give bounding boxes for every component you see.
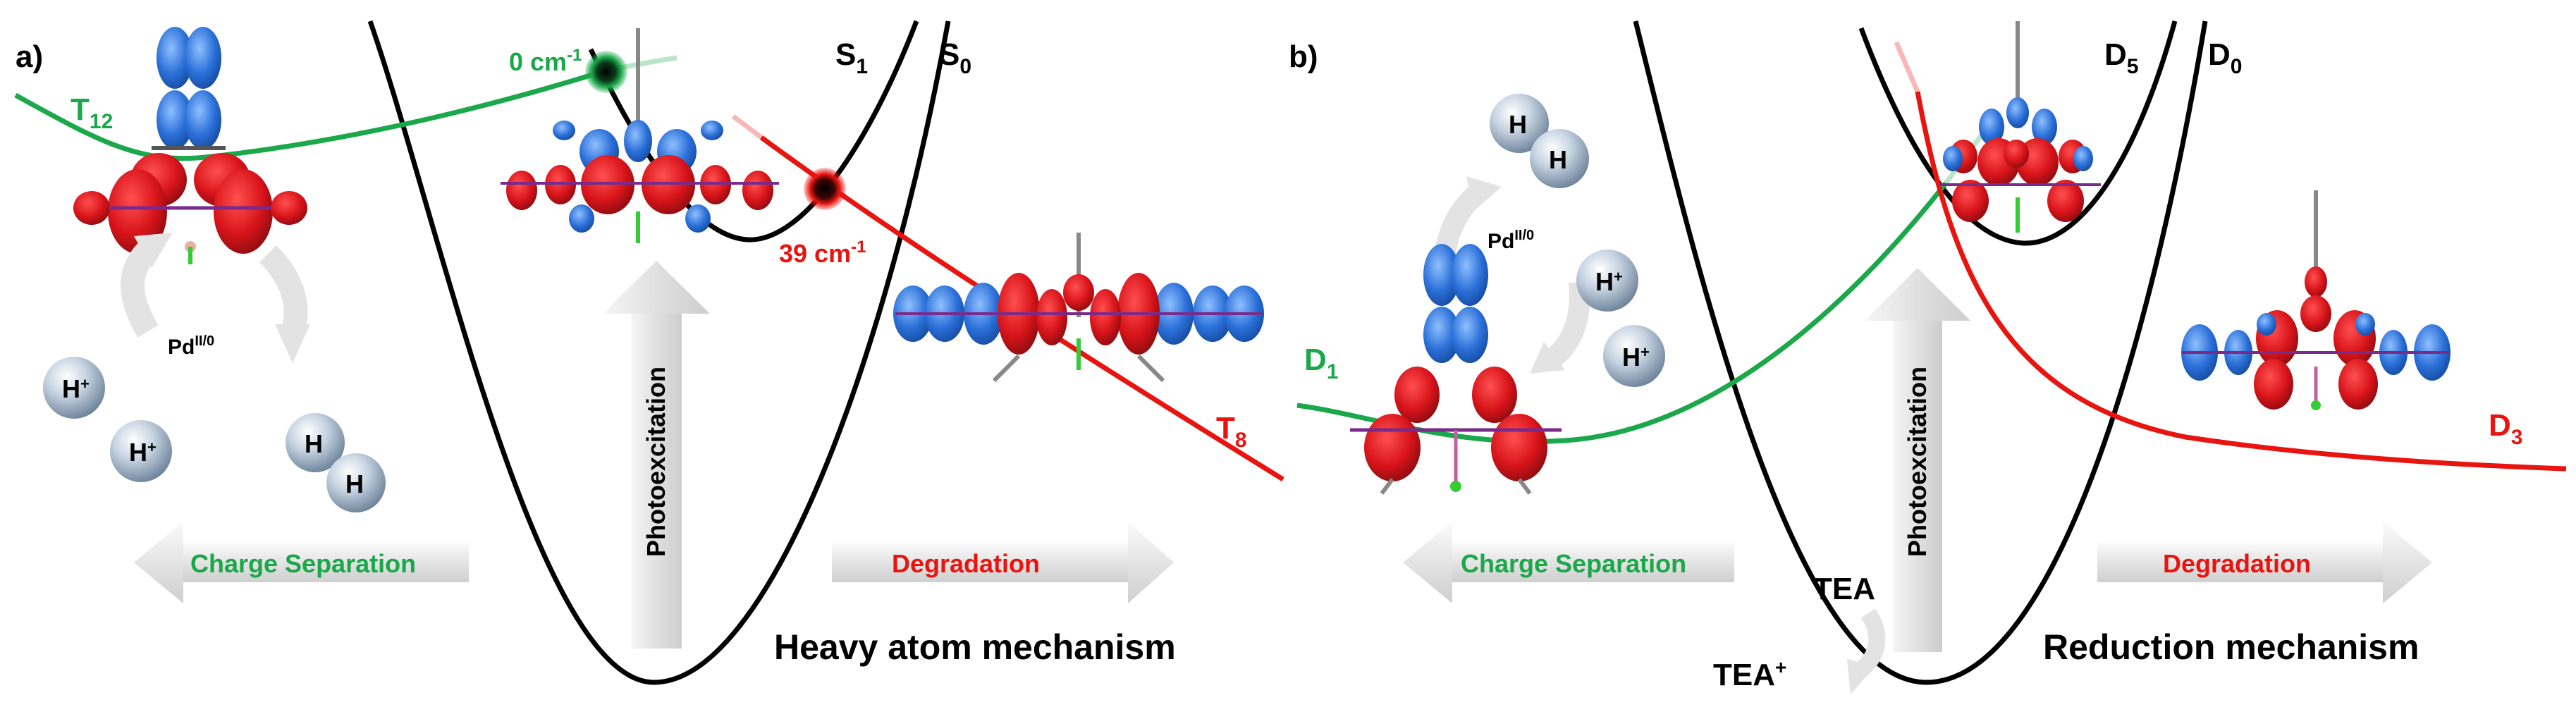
state-label-s1: S1 [835, 37, 868, 78]
state-label-d0: D0 [2208, 37, 2242, 78]
panel-b: b) D5 D0 D1 D3 H H [1289, 20, 2567, 694]
mechanism-title-a: Heavy atom mechanism [774, 627, 1176, 667]
svg-text:H: H [345, 469, 364, 498]
proton-sphere: H+ [110, 420, 172, 482]
s0-curve [367, 20, 951, 685]
proton-sphere: H+ [43, 357, 105, 419]
svg-text:H+: H+ [129, 438, 157, 467]
proton-sphere: H+ [1576, 250, 1638, 312]
photoexcitation-label-b: Photoexcitation [1903, 367, 1932, 557]
crossing-point-red [804, 168, 846, 210]
pd-cycle-arrow-down [1545, 281, 1590, 369]
state-label-t8: T8 [1216, 411, 1247, 452]
state-label-d1: D1 [1304, 343, 1338, 383]
pd-cycle-arrow-right [259, 245, 308, 336]
degradation-arrow-a: Degradation [832, 522, 1174, 603]
mechanism-title-b: Reduction mechanism [2043, 627, 2419, 667]
degradation-label-b: Degradation [2163, 549, 2311, 578]
molecule-d1-orbital [1350, 244, 1562, 495]
tea-oxidation-arrow [1855, 608, 1886, 677]
molecule-d5-orbital [1939, 21, 2101, 233]
molecule-t12-orbital [73, 27, 307, 264]
photoexcitation-label-a: Photoexcitation [642, 367, 670, 557]
t12-curve [14, 68, 608, 161]
charge-separation-label-a: Charge Separation [190, 549, 416, 578]
pd-label-a: PdII/0 [168, 333, 214, 359]
hydrogen-molecule: H H [286, 413, 386, 512]
d5-curve [1858, 20, 2178, 246]
crossing-low-label: 0 cm-1 [509, 46, 582, 76]
svg-text:H: H [305, 429, 323, 458]
state-label-d5: D5 [2104, 37, 2138, 78]
panel-b-label: b) [1289, 39, 1318, 74]
state-label-t12: T12 [70, 92, 113, 133]
panel-a: a) 0 cm-1 39 cm-1 S1 S0 T12 T8 [14, 20, 1284, 685]
molecule-d3-orbital [2181, 190, 2451, 410]
tea-label: TEA [1813, 572, 1875, 606]
svg-text:H: H [1509, 110, 1527, 139]
molecule-s1-orbital [501, 28, 779, 243]
pd-label-b: PdII/0 [1488, 228, 1534, 253]
state-label-d3: D3 [2489, 408, 2522, 449]
charge-separation-label-b: Charge Separation [1461, 549, 1686, 578]
d3-curve [1915, 91, 2567, 472]
photoexcitation-arrow-a: Photoexcitation [603, 261, 710, 649]
hydrogen-molecule: H H [1490, 94, 1589, 188]
tea-plus-label: TEA+ [1713, 656, 1786, 692]
svg-text:H+: H+ [1622, 343, 1650, 371]
state-label-s0: S0 [939, 37, 971, 78]
charge-separation-arrow-b: Charge Separation [1403, 522, 1734, 603]
degradation-arrow-b: Degradation [2097, 522, 2432, 603]
proton-sphere: H+ [1603, 325, 1665, 387]
crossing-point-green [585, 51, 627, 93]
panel-a-label: a) [16, 39, 43, 74]
d1-curve [1296, 181, 1948, 444]
d0-curve [1633, 20, 2208, 685]
charge-separation-arrow-a: Charge Separation [134, 522, 469, 603]
crossing-high-label: 39 cm-1 [779, 238, 866, 268]
photoexcitation-arrow-b: Photoexcitation [1865, 268, 1970, 652]
svg-text:H+: H+ [62, 374, 90, 403]
degradation-label-a: Degradation [892, 549, 1040, 578]
molecule-t8-orbital [893, 233, 1264, 383]
svg-text:H: H [1549, 145, 1567, 174]
d3-curve-fade [1894, 41, 1920, 93]
svg-text:H+: H+ [1595, 267, 1623, 296]
t8-curve-fade [731, 114, 763, 140]
